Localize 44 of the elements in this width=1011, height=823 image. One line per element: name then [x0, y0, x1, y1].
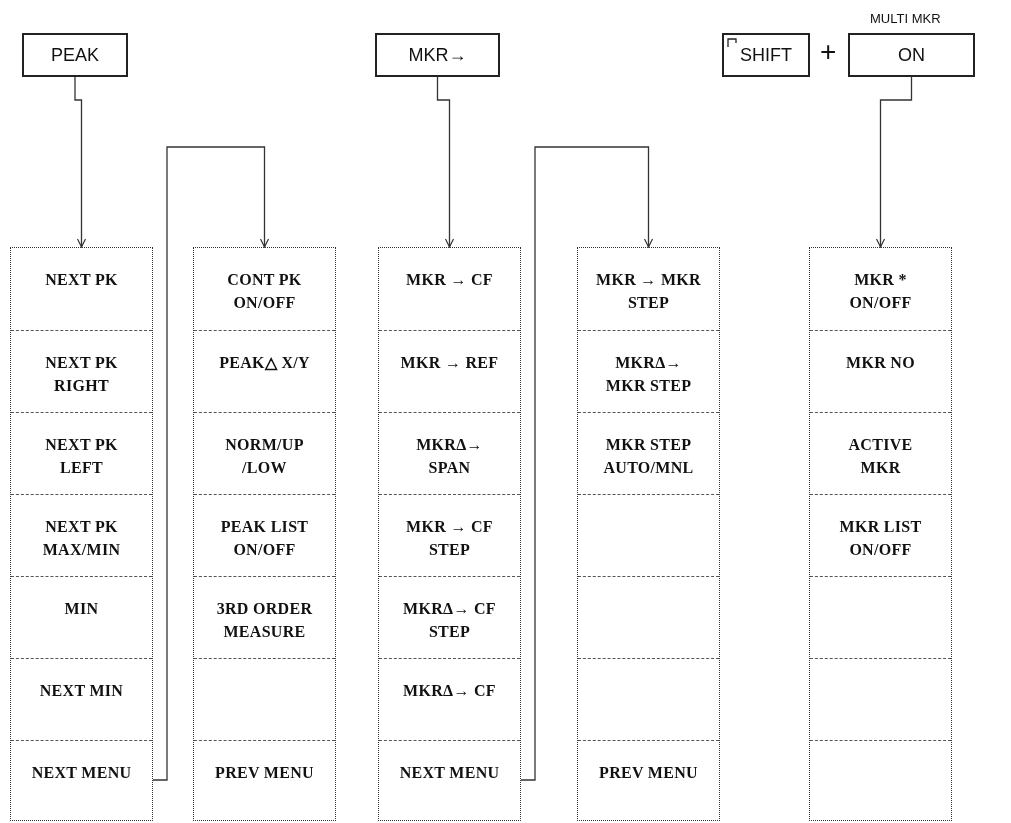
softkey-label: MKR → MKR STEP: [595, 270, 702, 314]
softkey-label: PREV MENU: [599, 763, 698, 783]
key-button: SHIFT: [722, 33, 810, 77]
key-button: ON: [848, 33, 975, 77]
softkey-label: MKR → REF: [400, 353, 499, 373]
softkey-column: [10, 247, 153, 821]
softkey-label: MKRΔ→ MKR STEP: [604, 353, 693, 397]
softkey-label: ACTIVE MKR: [847, 435, 914, 479]
arrow: [875, 76, 913, 248]
softkey-label: MKR * ON/OFF: [848, 270, 913, 314]
arrow: [436, 76, 455, 248]
softkey-label: PEAK LIST ON/OFF: [219, 517, 310, 561]
key-button: MKR→: [375, 33, 500, 77]
softkey-label: MKR STEP AUTO/MNL: [602, 435, 695, 479]
softkey-label: PREV MENU: [215, 763, 314, 783]
softkey-label: NORM/UP /LOW: [224, 435, 305, 479]
plus-sign: +: [820, 36, 837, 68]
softkey-column: [577, 247, 720, 821]
softkey-label: MKR NO: [846, 353, 915, 373]
softkey-label: NEXT MENU: [399, 763, 500, 783]
softkey-label: MKRΔ→ CF: [403, 681, 496, 701]
softkey-label: NEXT PK MAX/MIN: [41, 517, 122, 561]
softkey-label: MIN: [64, 599, 99, 619]
softkey-label: MKR → CF STEP: [405, 517, 494, 561]
softkey-label: NEXT MIN: [39, 681, 124, 701]
softkey-label: NEXT PK RIGHT: [44, 353, 119, 397]
softkey-label: CONT PK ON/OFF: [226, 270, 303, 314]
softkey-column: [193, 247, 336, 821]
softkey-label: NEXT MENU: [31, 763, 132, 783]
softkey-label: MKR LIST ON/OFF: [838, 517, 923, 561]
softkey-label: MKRΔ→ SPAN: [415, 435, 484, 479]
arrow: [74, 76, 87, 248]
softkey-column: [378, 247, 521, 821]
softkey-label: MKR → CF: [406, 270, 493, 290]
key-caption: MULTI MKR: [870, 11, 941, 26]
softkey-label: PEAK△ X/Y: [219, 353, 310, 373]
softkey-label: NEXT PK LEFT: [44, 435, 119, 479]
arrow: [520, 146, 654, 781]
softkey-label: 3RD ORDER MEASURE: [215, 599, 314, 643]
arrow: [152, 146, 270, 781]
softkey-label: NEXT PK: [45, 270, 118, 290]
softkey-column: [809, 247, 952, 821]
softkey-label: MKRΔ→ CF STEP: [402, 599, 497, 643]
key-button: PEAK: [22, 33, 128, 77]
